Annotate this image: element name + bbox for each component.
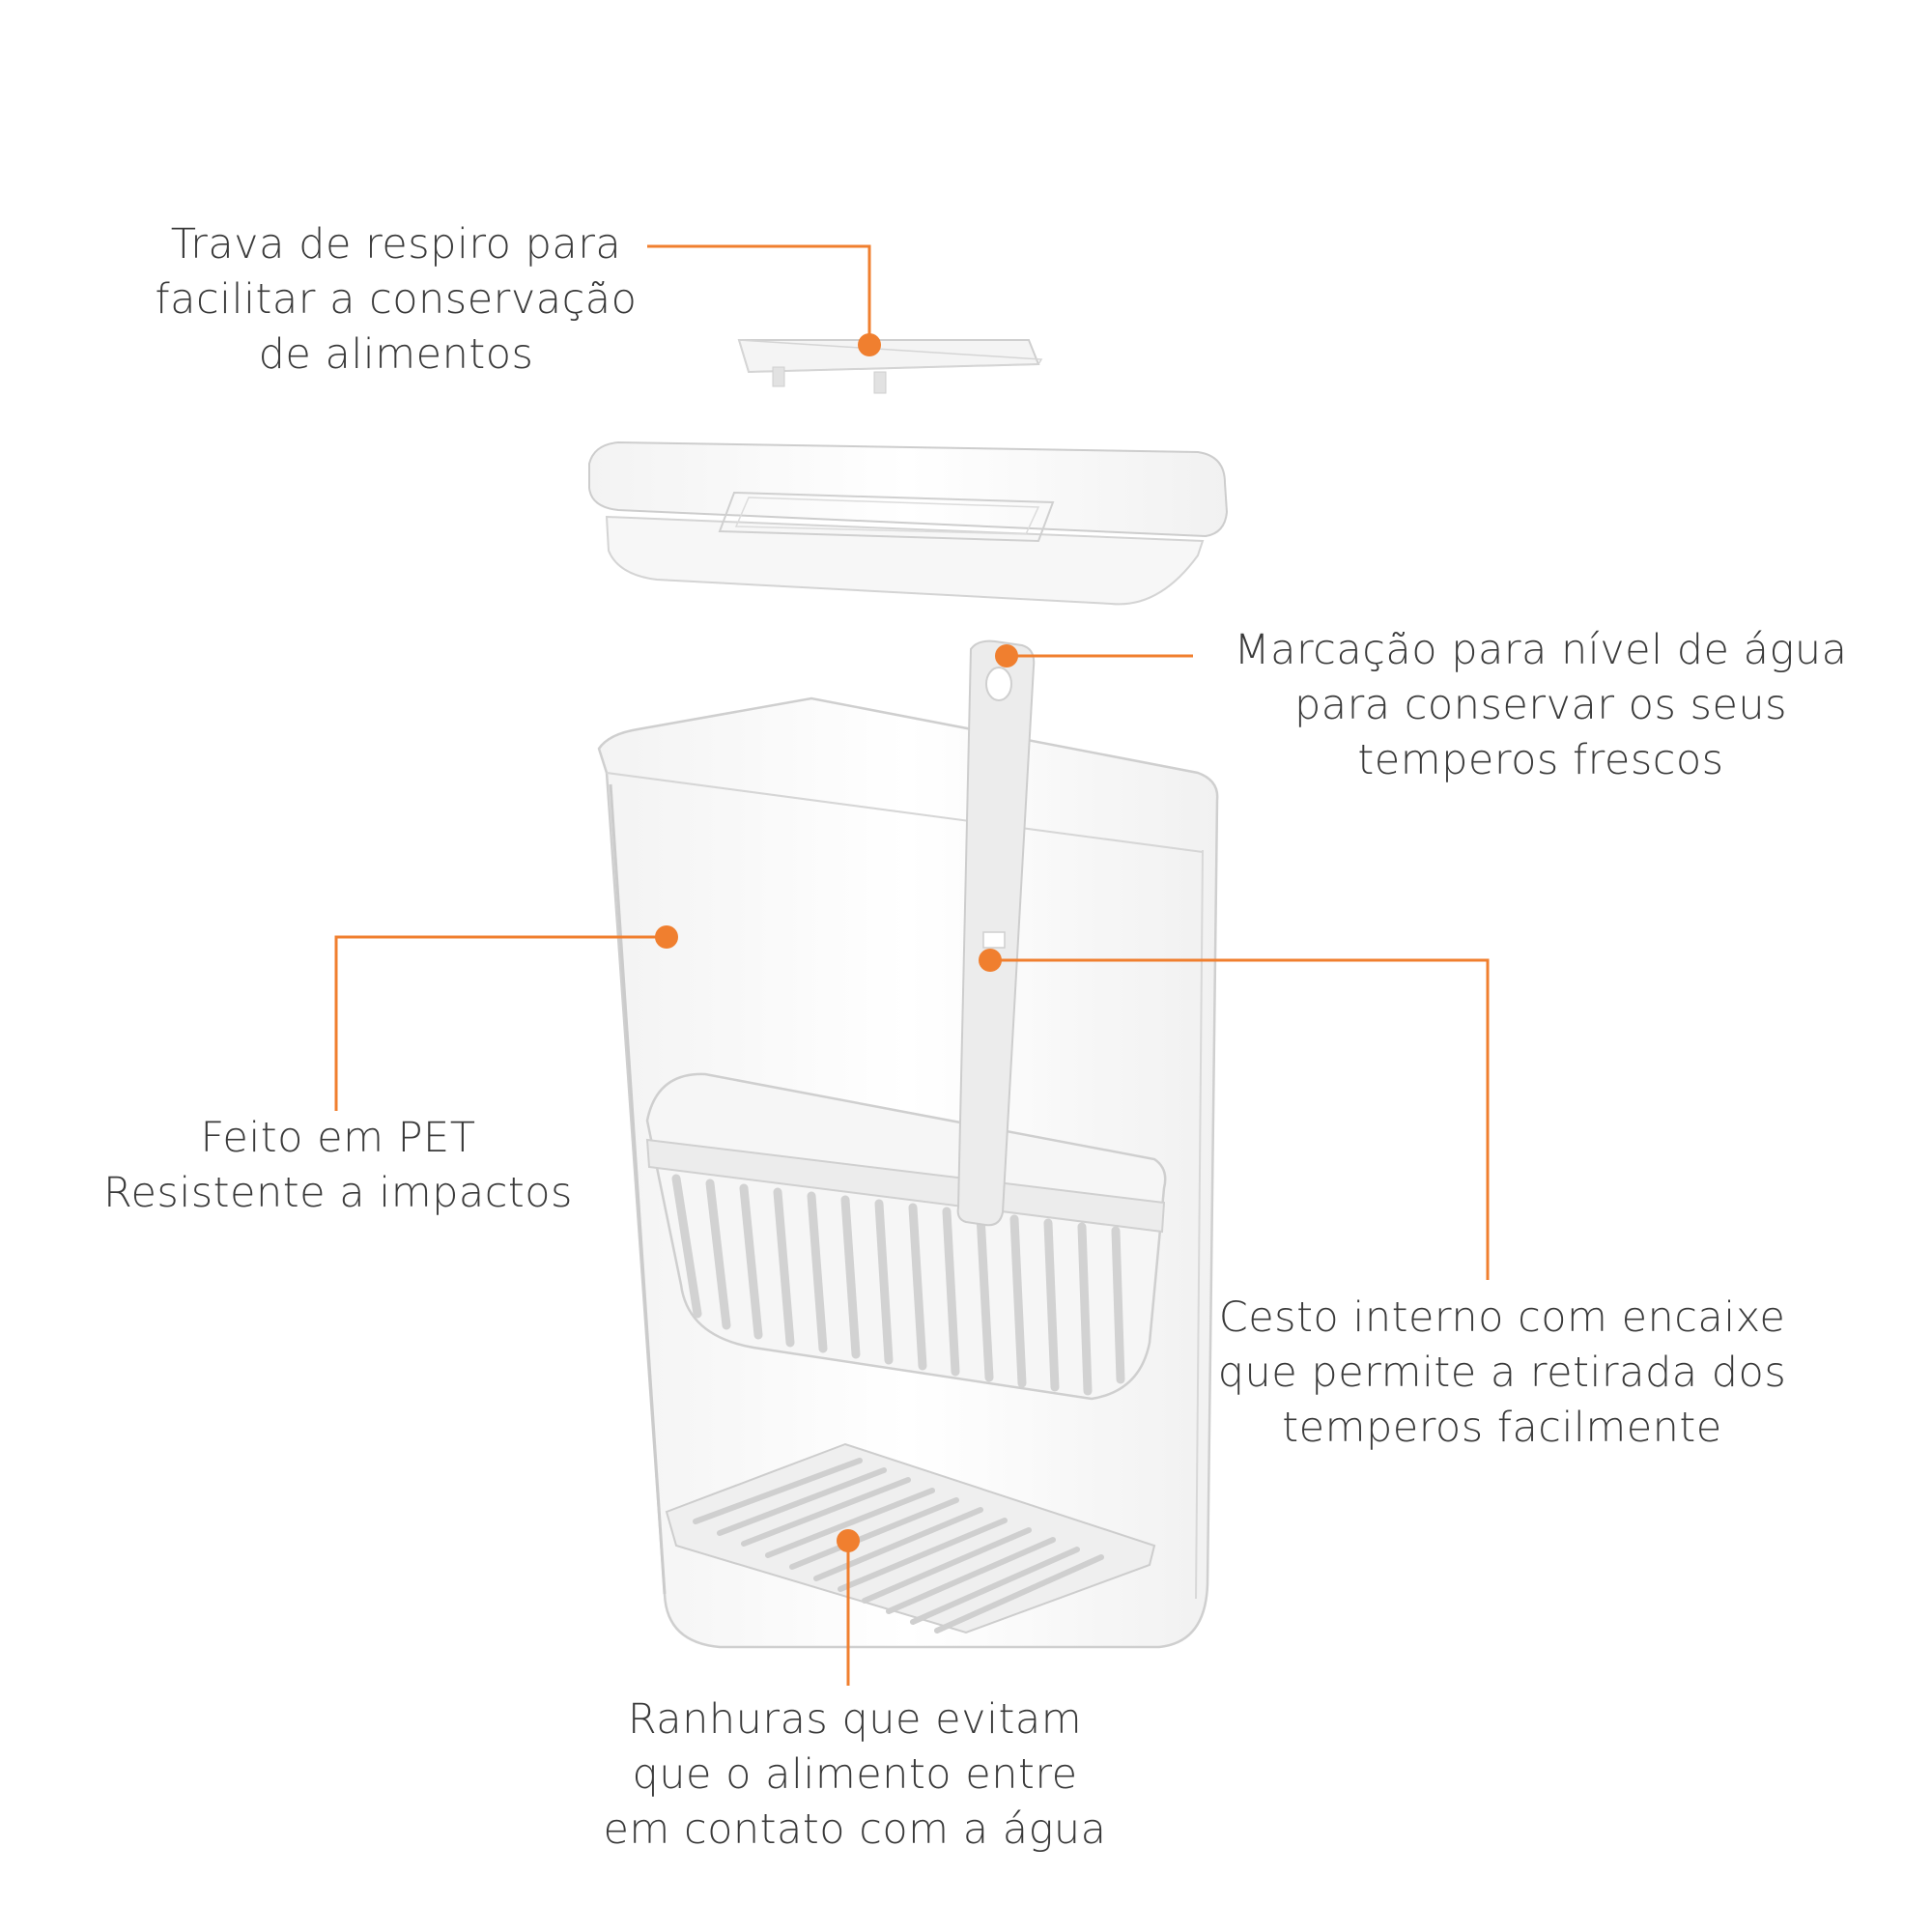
callout-line: facilitar a conservação [155, 275, 638, 324]
callout-vent-lock: Trava de respiro para facilitar a conser… [135, 217, 657, 383]
grooved-tray [665, 1442, 1156, 1634]
dot-water-mark [995, 644, 1018, 668]
leader-dots [655, 333, 1018, 1552]
dot-grooves [837, 1529, 860, 1552]
callout-line: Cesto interno com encaixe [1218, 1293, 1786, 1342]
callout-line: em contato com a água [603, 1805, 1107, 1854]
leader-vent-lock [647, 244, 871, 345]
callout-line: Trava de respiro para [170, 220, 622, 269]
dot-vent-lock [858, 333, 881, 356]
callout-line: para conservar os seus [1293, 681, 1788, 729]
callout-line: de alimentos [258, 330, 534, 379]
dot-material [655, 925, 678, 949]
vent-lock-part [737, 339, 1043, 394]
callout-line: temperos frescos [1357, 736, 1724, 784]
callout-line: temperos facilmente [1282, 1404, 1722, 1452]
dot-basket [979, 949, 1002, 972]
callout-basket: Cesto interno com encaixe que permite a … [1203, 1291, 1802, 1456]
callout-line: que o alimento entre [632, 1750, 1078, 1799]
lid-part [588, 440, 1229, 606]
callout-line: Feito em PET [200, 1114, 476, 1162]
inner-basket [645, 1072, 1167, 1401]
leader-lines [334, 244, 1490, 1686]
callout-water-mark: Marcação para nível de água para conserv… [1208, 623, 1874, 788]
callout-line: Ranhuras que evitam [627, 1695, 1083, 1744]
callout-grooves: Ranhuras que evitam que o alimento entre… [575, 1692, 1135, 1858]
callout-line: Marcação para nível de água [1234, 626, 1848, 674]
callout-line: Resistente a impactos [103, 1169, 573, 1217]
callout-material: Feito em PET Resistente a impactos [82, 1111, 594, 1221]
leader-material [334, 935, 667, 1111]
callout-line: que permite a retirada dos [1217, 1349, 1787, 1397]
leader-basket [990, 958, 1490, 1280]
water-level-marker [956, 639, 1036, 1227]
